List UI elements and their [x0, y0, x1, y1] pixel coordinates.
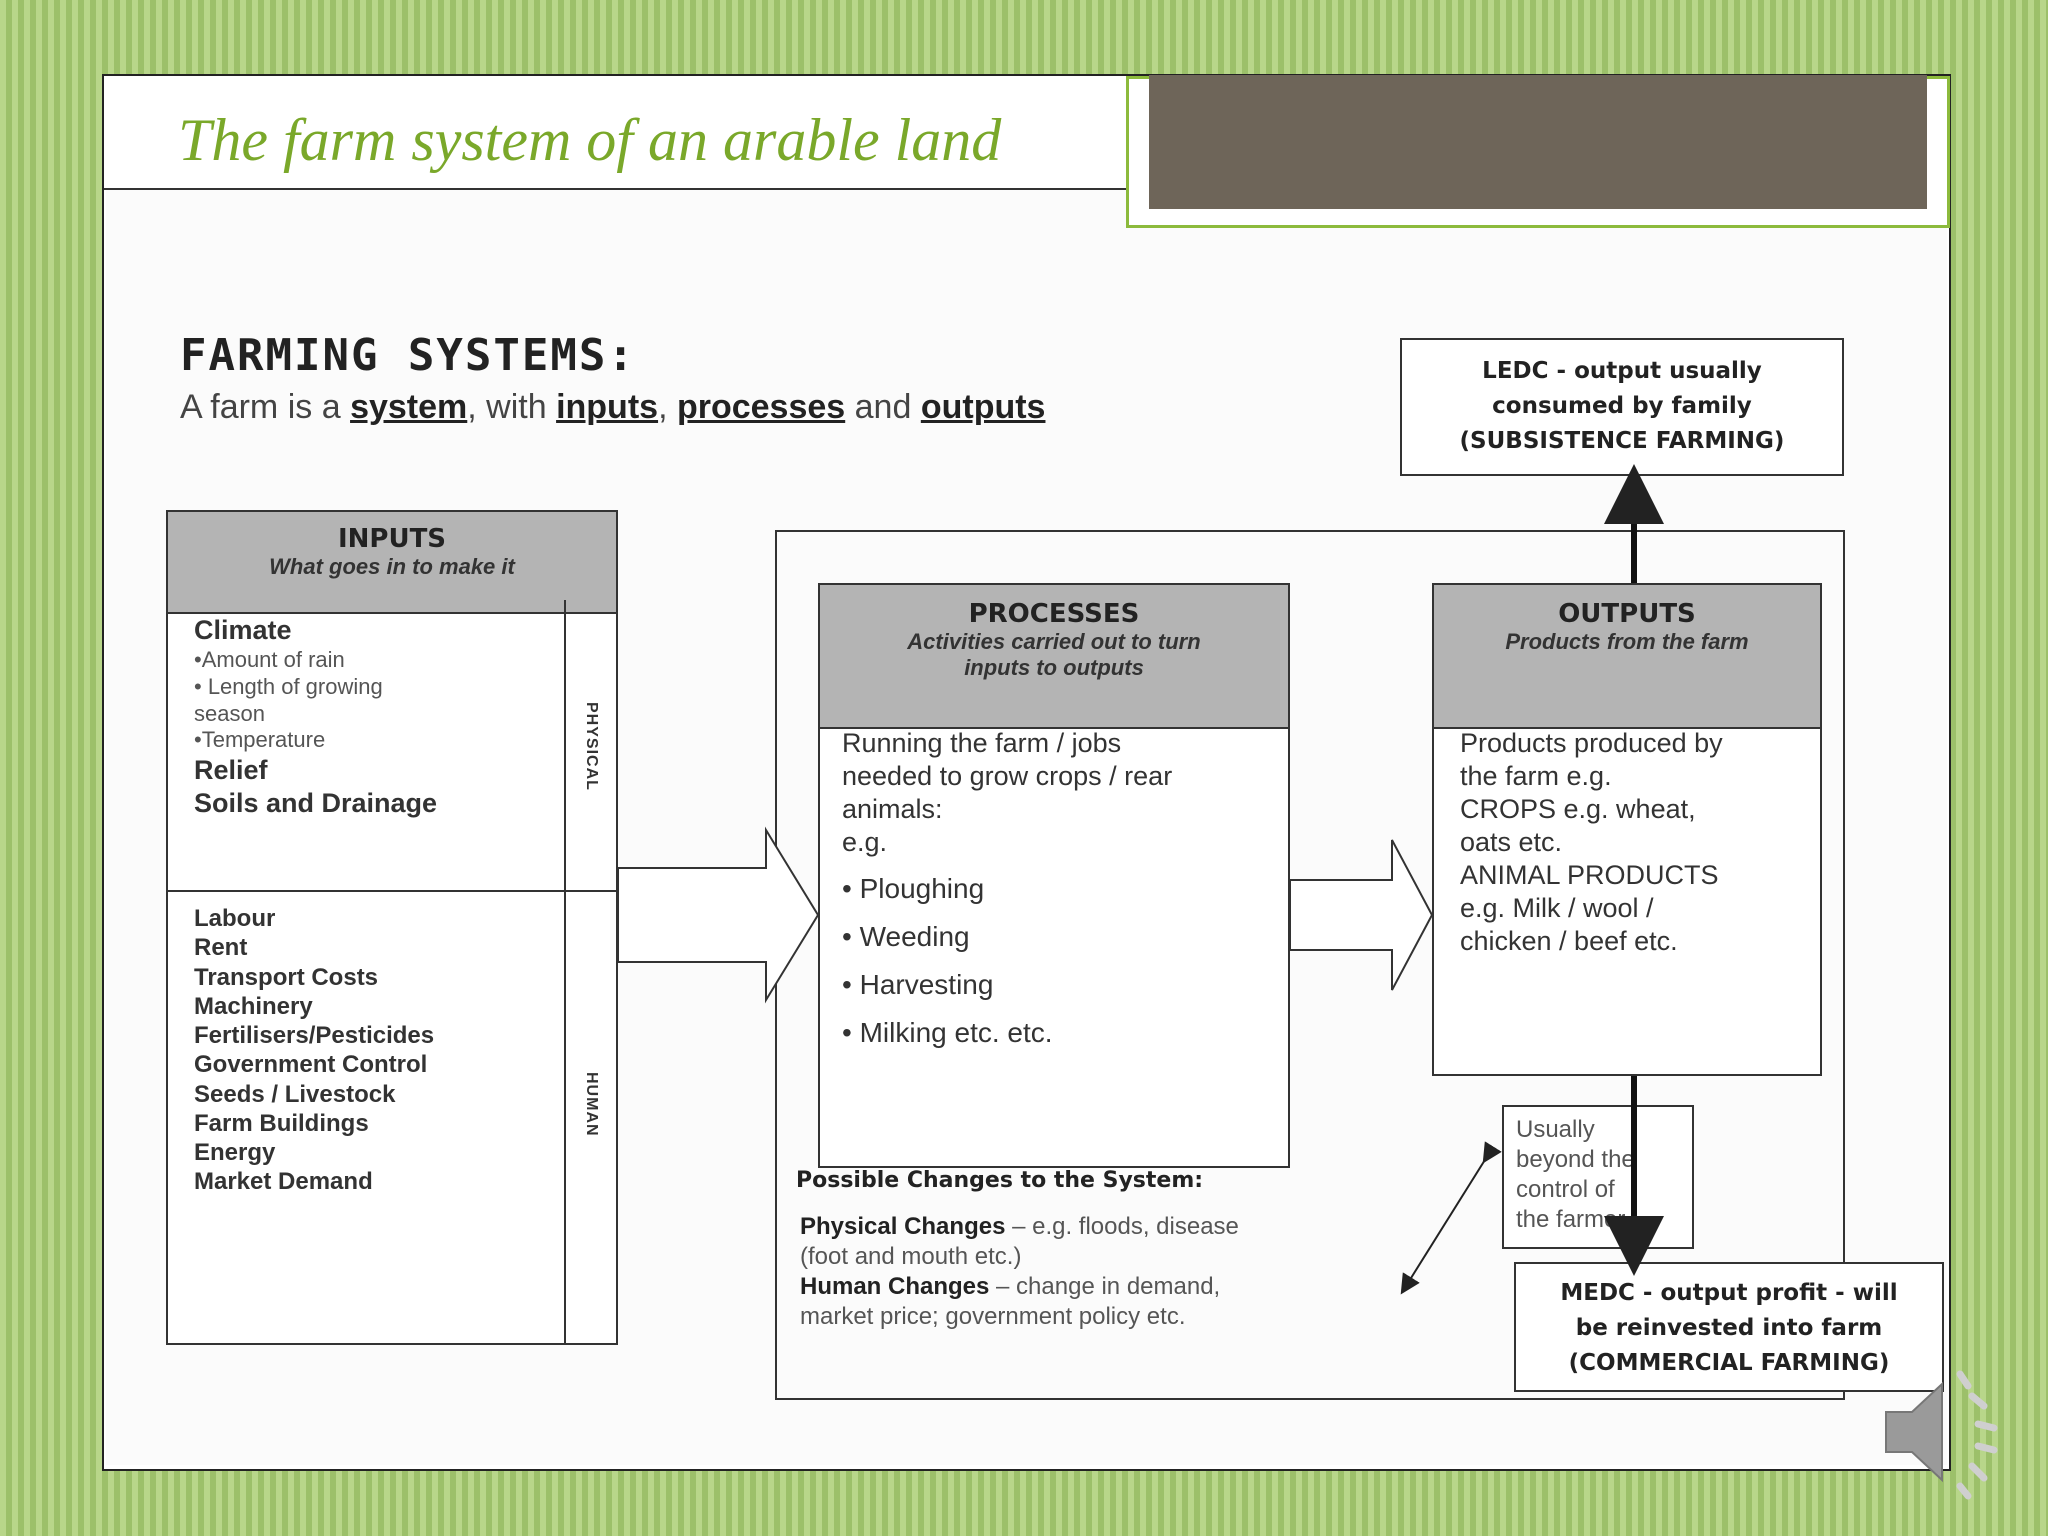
human-changes-text: – change in demand, — [989, 1273, 1221, 1300]
processes-subtitle-2: inputs to outputs — [964, 655, 1144, 680]
subtitle-outputs: outputs — [920, 388, 1046, 426]
changes-heading: Possible Changes to the System: — [796, 1168, 1204, 1193]
output-line: Products produced by — [1460, 728, 1723, 758]
processes-header: PROCESSES Activities carried out to turn… — [820, 585, 1288, 729]
bullet-weeding: Weeding — [859, 921, 970, 952]
human-changes-line: Human Changes – change in demand, — [800, 1272, 1239, 1302]
changes-text: Physical Changes – e.g. floods, disease … — [800, 1212, 1239, 1332]
input-soils: Soils and Drainage — [194, 788, 438, 819]
subtitle-inputs: inputs — [556, 388, 659, 426]
bullet-ploughing: Ploughing — [859, 873, 985, 904]
subtitle-system: system — [350, 388, 468, 426]
input-government: Government Control — [194, 1051, 428, 1079]
processes-bullets: • Ploughing • Weeding • Harvesting • Mil… — [842, 865, 1053, 1057]
usually-line: beyond the — [1516, 1146, 1635, 1173]
input-market: Market Demand — [194, 1168, 373, 1196]
input-rain: •Amount of rain — [194, 646, 345, 672]
inputs-title: INPUTS — [337, 524, 447, 554]
slide-card: The farm system of an arable land FARMIN… — [102, 74, 1951, 1471]
subtitle-text: and — [845, 388, 921, 426]
speaker-icon[interactable] — [1876, 1362, 2016, 1502]
inputs-separator — [168, 890, 616, 892]
output-line: oats etc. — [1460, 826, 1563, 857]
inputs-subtitle: What goes in to make it — [269, 554, 515, 579]
medc-line-1: MEDC - output profit - will — [1560, 1280, 1898, 1306]
processes-body: Running the farm / jobs needed to grow c… — [842, 727, 1172, 859]
process-line: Running the farm / jobs — [842, 728, 1122, 758]
human-changes-text-2: market price; government policy etc. — [800, 1303, 1186, 1330]
inputs-box: INPUTS What goes in to make it PHYSICAL … — [166, 510, 618, 1345]
output-line: CROPS e.g. wheat, — [1460, 793, 1696, 824]
input-fertilisers: Fertilisers/Pesticides — [194, 1022, 435, 1050]
physical-changes-line: Physical Changes – e.g. floods, disease — [800, 1212, 1239, 1242]
processes-to-outputs-arrow — [1289, 839, 1434, 991]
medc-box: MEDC - output profit - will be reinveste… — [1514, 1262, 1944, 1392]
input-machinery: Machinery — [194, 992, 313, 1020]
input-rent: Rent — [194, 934, 248, 962]
output-line: ANIMAL PRODUCTS — [1460, 859, 1719, 890]
inputs-to-processes-arrow — [617, 826, 820, 1004]
decorative-rectangle — [1149, 75, 1927, 209]
physical-changes-text-2: (foot and mouth etc.) — [800, 1243, 1022, 1270]
diagram-subtitle: A farm is a system, with inputs, process… — [180, 388, 1045, 427]
input-season: season — [194, 700, 265, 726]
process-bullet: • Milking etc. etc. — [842, 1017, 1053, 1048]
farming-systems-diagram: FARMING SYSTEMS: A farm is a system, wit… — [106, 190, 1947, 1465]
ledc-line-3: (SUBSISTENCE FARMING) — [1459, 428, 1785, 454]
input-transport: Transport Costs — [194, 963, 379, 991]
output-line: e.g. Milk / wool / — [1460, 892, 1654, 923]
outputs-body: Products produced by the farm e.g. CROPS… — [1460, 727, 1723, 958]
subtitle-text: A farm is a — [180, 388, 351, 426]
output-line: chicken / beef etc. — [1460, 925, 1678, 956]
bullet-milking: Milking etc. etc. — [859, 1017, 1053, 1048]
process-bullet: • Ploughing — [842, 873, 985, 904]
process-line: needed to grow crops / rear — [842, 760, 1173, 791]
diagram-arrows — [617, 464, 1664, 1295]
process-bullet: • Harvesting — [842, 969, 994, 1000]
human-changes-label: Human Changes — [800, 1273, 990, 1300]
input-growing: • Length of growing — [194, 673, 383, 699]
inputs-divider — [564, 600, 566, 1345]
input-relief: Relief — [194, 755, 268, 786]
bullet-harvesting: Harvesting — [859, 969, 994, 1000]
input-temperature: •Temperature — [194, 727, 326, 753]
process-line: animals: — [842, 793, 943, 824]
process-line: e.g. — [842, 826, 888, 857]
outputs-header: OUTPUTS Products from the farm — [1434, 585, 1820, 729]
outputs-box: OUTPUTS Products from the farm Products … — [1432, 583, 1822, 1076]
processes-box: PROCESSES Activities carried out to turn… — [818, 583, 1290, 1168]
process-bullet: • Weeding — [842, 921, 970, 952]
input-climate: Climate — [194, 615, 292, 645]
physical-inputs-list: Climate •Amount of rain • Length of grow… — [194, 614, 437, 820]
input-labour: Labour — [194, 905, 276, 932]
ledc-line-2: consumed by family — [1492, 393, 1752, 419]
subtitle-text: , — [658, 388, 677, 426]
usually-line: Usually — [1516, 1116, 1595, 1143]
slide-title: The farm system of an arable land — [178, 107, 1002, 173]
inputs-header: INPUTS What goes in to make it — [168, 512, 616, 614]
medc-line-2: be reinvested into farm — [1575, 1315, 1883, 1341]
input-buildings: Farm Buildings — [194, 1109, 369, 1137]
usually-to-changes-arrow — [1400, 1141, 1502, 1295]
ledc-line-1: LEDC - output usually — [1482, 358, 1762, 384]
human-inputs-list: Labour Rent Transport Costs Machinery Fe… — [194, 904, 434, 1197]
subtitle-processes: processes — [676, 388, 846, 426]
processes-title: PROCESSES — [968, 599, 1140, 629]
output-line: the farm e.g. — [1460, 760, 1612, 791]
medc-line-3: (COMMERCIAL FARMING) — [1568, 1350, 1890, 1376]
physical-changes-label: Physical Changes — [800, 1213, 1006, 1240]
subtitle-text: , with — [467, 388, 557, 426]
usually-line: control of — [1516, 1176, 1615, 1203]
input-energy: Energy — [194, 1139, 276, 1167]
decorative-frame — [1126, 75, 1950, 228]
processes-subtitle-1: Activities carried out to turn — [907, 629, 1201, 654]
diagram-heading: FARMING SYSTEMS: — [180, 330, 636, 381]
outputs-title: OUTPUTS — [1558, 599, 1696, 629]
outputs-subtitle: Products from the farm — [1505, 629, 1749, 654]
physical-changes-text: – e.g. floods, disease — [1005, 1213, 1239, 1240]
input-seeds: Seeds / Livestock — [194, 1080, 396, 1108]
